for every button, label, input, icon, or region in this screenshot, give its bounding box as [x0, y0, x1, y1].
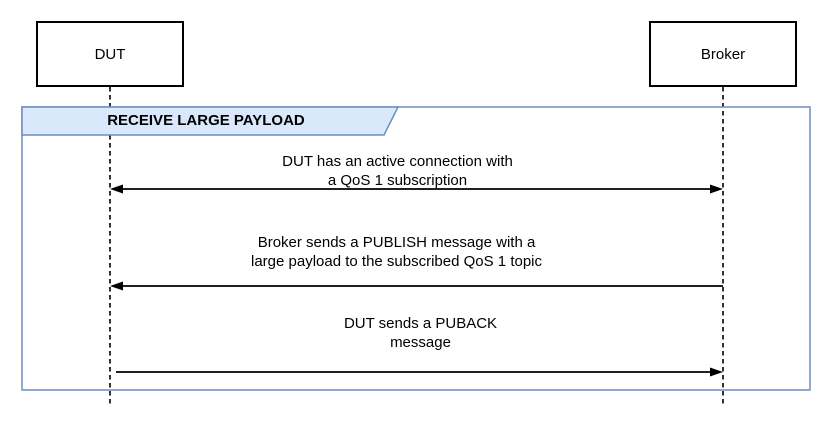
- message-3-arrow: [116, 367, 723, 377]
- message-2-arrow: [110, 281, 723, 291]
- frame-title-banner: [21, 106, 400, 136]
- frame-title-label: RECEIVE LARGE PAYLOAD: [107, 112, 305, 129]
- actor-broker-box: Broker: [649, 21, 797, 87]
- message-1-arrowhead-right: [710, 184, 723, 194]
- frame-border: [21, 106, 811, 391]
- actor-dut-label: DUT: [94, 45, 126, 63]
- message-1-label: DUT has an active connection with a QoS …: [91, 152, 704, 190]
- message-1-arrow: [110, 184, 723, 194]
- message-3-line-2: message: [390, 334, 451, 351]
- message-1-line-2: a QoS 1 subscription: [327, 172, 468, 189]
- message-1-line-1: DUT has an active connection with: [282, 153, 513, 170]
- message-3-label: DUT sends a PUBACK message: [114, 314, 727, 352]
- message-2-line-2: large payload to the subscribed QoS 1 to…: [250, 253, 542, 270]
- message-2-line-1: Broker sends a PUBLISH message with a: [257, 234, 536, 251]
- message-2-label: Broker sends a PUBLISH message with a la…: [90, 233, 703, 271]
- actor-broker-label: Broker: [700, 45, 746, 63]
- message-3-line-1: DUT sends a PUBACK: [343, 315, 498, 332]
- message-2-arrowhead-left: [110, 281, 123, 291]
- actor-dut-box: DUT: [36, 21, 184, 87]
- message-3-arrowhead-right: [710, 367, 723, 377]
- message-1-arrowhead-left: [110, 184, 123, 194]
